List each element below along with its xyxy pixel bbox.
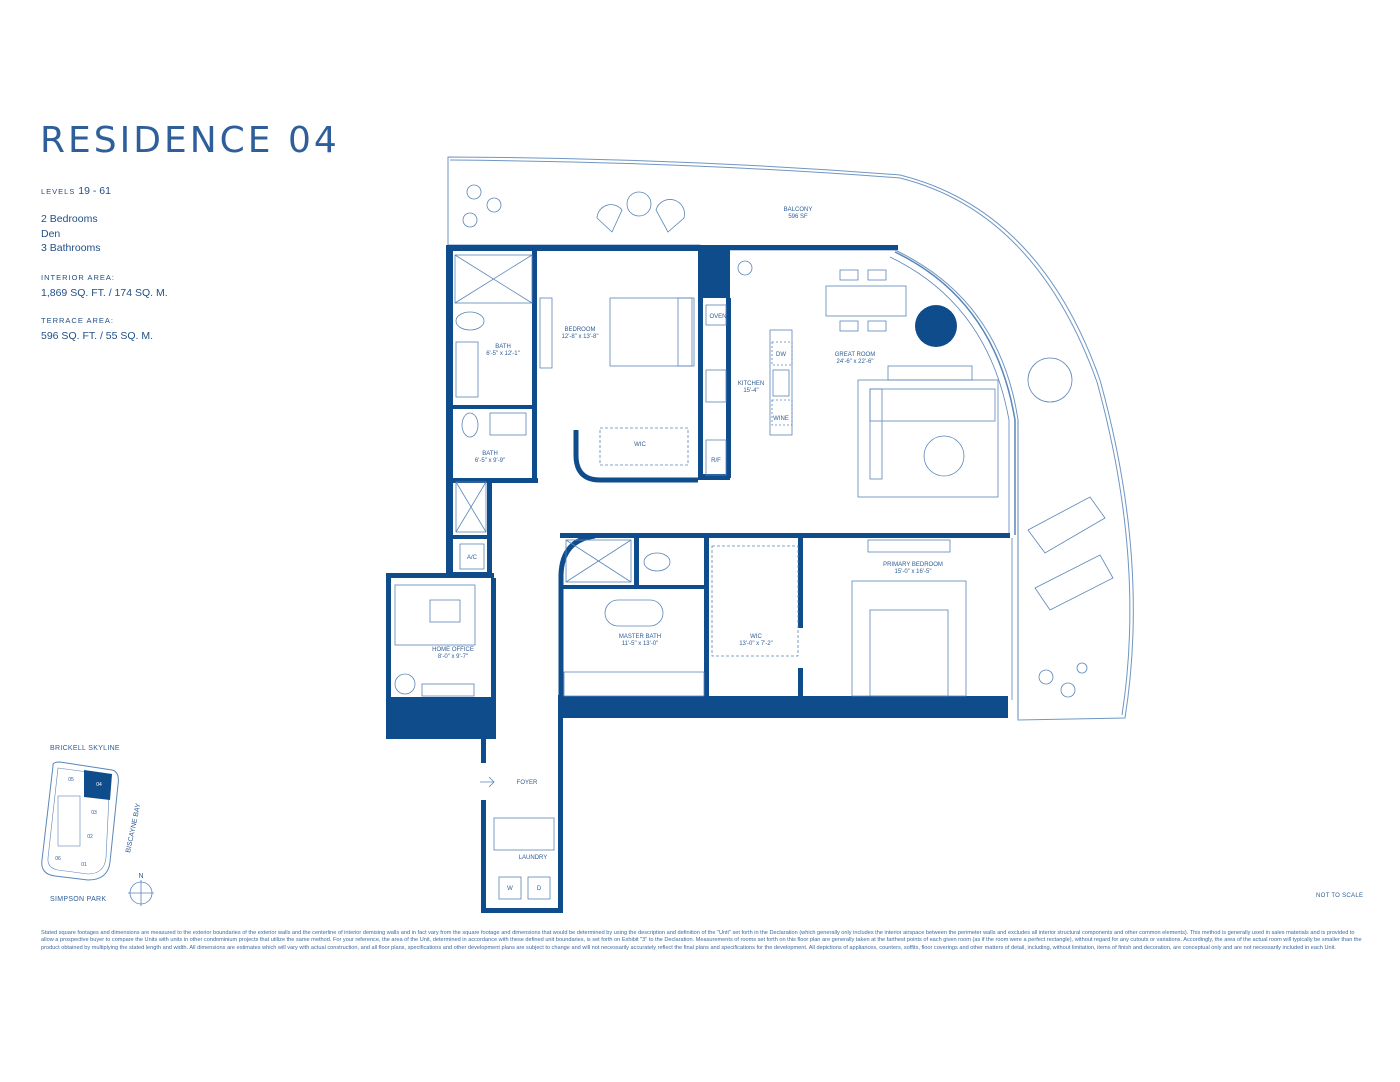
rf-label: R/F (711, 458, 721, 464)
feature-bedrooms: 2 Bedrooms (41, 213, 98, 225)
key-unit-02: 02 (87, 834, 93, 840)
levels-label: LEVELS (41, 187, 76, 196)
balcony-outline (447, 156, 1134, 721)
interior-area: INTERIOR AREA: 1,869 SQ. FT. / 174 SQ. M… (41, 271, 168, 300)
master-bath-label: MASTER BATH (619, 634, 661, 640)
bath1-label: BATH (495, 344, 511, 350)
primary-bedroom-label: PRIMARY BEDROOM (883, 562, 943, 568)
key-unit-05: 05 (68, 777, 74, 783)
wic1-label: WIC (634, 442, 646, 448)
key-unit-06: 06 (55, 856, 61, 862)
page-title: RESIDENCE 04 (40, 120, 340, 161)
bedroom-label: BEDROOM (564, 327, 595, 333)
washer-label: W (507, 886, 513, 892)
laundry-label: LAUNDRY (519, 855, 548, 861)
key-unit-01: 01 (81, 862, 87, 868)
bath2-label: BATH (482, 451, 498, 457)
primary-bedroom-dims: 15'-0" x 16'-5" (895, 569, 932, 575)
terrace-area-label: TERRACE AREA: (41, 316, 115, 325)
feature-den: Den (41, 227, 61, 240)
column-round (915, 305, 957, 347)
feature-bathrooms: 3 Bathrooms (41, 242, 101, 254)
kitchen-label: KITCHEN (738, 381, 764, 387)
legal-disclaimer: Stated square footages and dimensions ar… (41, 930, 1362, 951)
not-to-scale-label: NOT TO SCALE (1316, 893, 1364, 899)
column (698, 245, 730, 298)
great-room-dims: 24'-6" x 22'-6" (837, 359, 874, 365)
dw-label: DW (776, 352, 786, 358)
north-label: N (138, 873, 143, 880)
levels-value: 19 - 61 (78, 185, 111, 197)
ac-label: A/C (467, 555, 478, 561)
key-plan: 05 04 03 02 01 06 BISCAYNE BAY N (41, 761, 154, 906)
oven-label: OVEN (709, 314, 726, 320)
wic2-dims: 13'-0" x 7'-2" (739, 641, 773, 647)
kitchen-dims: 15'-4" (743, 388, 758, 394)
wall-south (558, 696, 1008, 718)
foyer-label: FOYER (517, 780, 538, 786)
dryer-label: D (537, 886, 542, 892)
interior-area-label: INTERIOR AREA: (41, 273, 116, 282)
wic2-label: WIC (750, 634, 762, 640)
balcony-label: BALCONY (784, 207, 813, 213)
balcony-dims: 596 SF (788, 214, 808, 220)
bath1-dims: 6'-5" x 12'-1" (486, 351, 520, 357)
wine-label: WINE (773, 416, 789, 422)
master-bath-dims: 11'-5" x 13'-0" (622, 641, 658, 647)
great-room-label: GREAT ROOM (835, 352, 875, 358)
interior-area-value: 1,869 SQ. FT. / 174 SQ. M. (41, 286, 168, 299)
features-list: 2 Bedrooms Den 3 Bathrooms (41, 212, 101, 256)
key-side-label: BISCAYNE BAY (125, 802, 142, 853)
terrace-area: TERRACE AREA: 596 SQ. FT. / 55 SQ. M. (41, 314, 153, 343)
key-unit-03: 03 (91, 810, 97, 816)
bedroom-dims: 12'-8" x 13'-8" (562, 334, 599, 340)
key-unit-04: 04 (96, 782, 102, 788)
key-top-label: BRICKELL SKYLINE (50, 745, 120, 752)
terrace-area-value: 596 SQ. FT. / 55 SQ. M. (41, 329, 154, 342)
wall-west (446, 245, 453, 575)
wall-block-office (386, 697, 496, 739)
home-office-dims: 8'-0" x 9'-7" (438, 654, 468, 660)
key-bottom-label: SIMPSON PARK (50, 896, 107, 903)
levels-line: LEVELS 19 - 61 (41, 184, 111, 200)
home-office-label: HOME OFFICE (432, 647, 474, 653)
bath2-dims: 6'-5" x 9'-9" (475, 458, 505, 464)
